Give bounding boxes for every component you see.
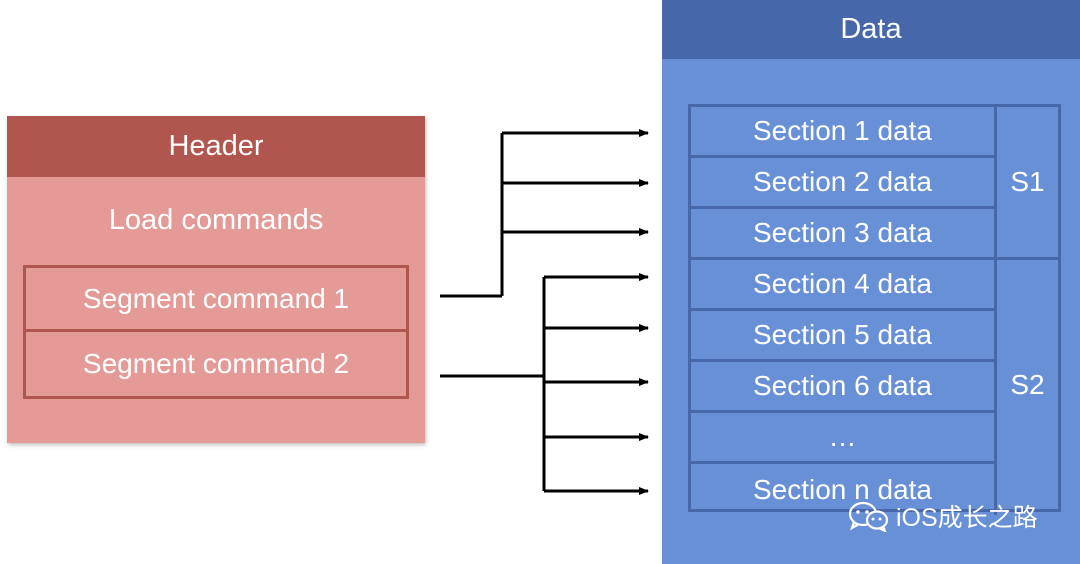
section-row: Section 5 data: [691, 311, 997, 362]
data-title: Data: [662, 0, 1080, 59]
segment-group-s2: S2: [1010, 368, 1045, 400]
header-title: Header: [7, 116, 425, 177]
segment-group-s1: S1: [997, 107, 1058, 260]
data-block: Data Section 1 data Section 2 data Secti…: [662, 0, 1080, 564]
section-row: Section 1 data: [691, 107, 997, 158]
section-row-ellipsis: …: [691, 413, 997, 464]
section-row: Section n data: [691, 464, 997, 515]
segment-command-2: Segment command 2: [23, 332, 409, 399]
watermark-text: iOS成长之路: [896, 504, 1038, 532]
section-row: Section 3 data: [691, 209, 997, 260]
segment-1-connector: [440, 129, 649, 298]
watermark: iOS成长之路: [848, 498, 1038, 534]
load-commands-label: Load commands: [108, 203, 324, 236]
load-commands-block: Header Load commands Segment command 1 S…: [7, 116, 425, 443]
segment-2-connector: [440, 273, 649, 495]
section-row: Section 6 data: [691, 362, 997, 413]
wechat-icon: [848, 501, 889, 532]
section-row: Section 2 data: [691, 158, 997, 209]
section-row: Section 4 data: [691, 260, 997, 311]
segment-command-1: Segment command 1: [23, 265, 409, 332]
